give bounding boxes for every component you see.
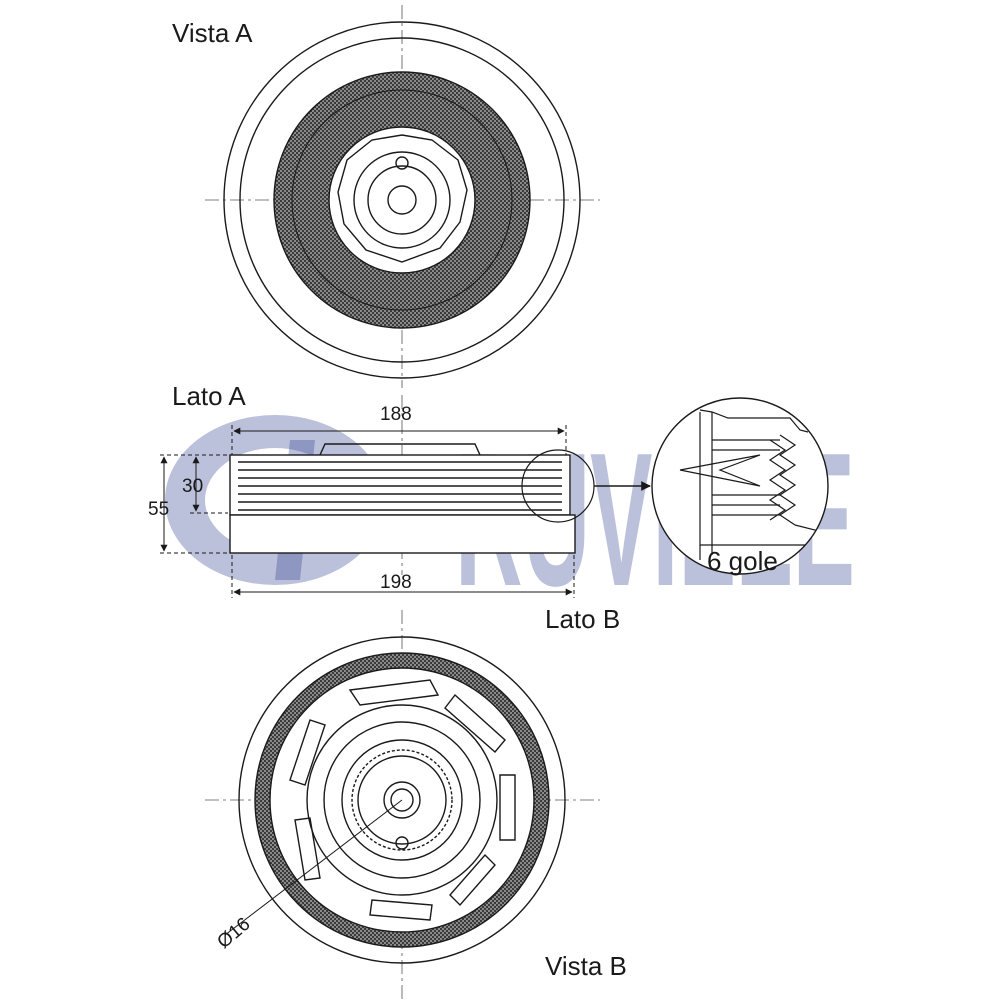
total-height-dimension: 55 <box>148 499 169 520</box>
side-a-label: Lato A <box>172 381 246 411</box>
side-b-label: Lato B <box>545 604 620 634</box>
top-width-dimension: 188 <box>380 404 412 425</box>
view-b-drawing <box>205 610 600 1000</box>
pulley-height-dimension: 30 <box>182 476 203 497</box>
bottom-width-dimension: 198 <box>380 572 412 593</box>
grooves-label: 6 gole <box>707 546 778 576</box>
view-b-label: Vista B <box>545 951 627 981</box>
view-a-drawing <box>205 5 600 388</box>
hole-diameter-dimension: Ø16 <box>213 914 254 953</box>
groove-detail-drawing: 6 gole <box>651 397 829 576</box>
view-a-label: Vista A <box>172 18 253 48</box>
side-view-drawing <box>229 395 651 575</box>
dimension-lines <box>160 425 575 598</box>
